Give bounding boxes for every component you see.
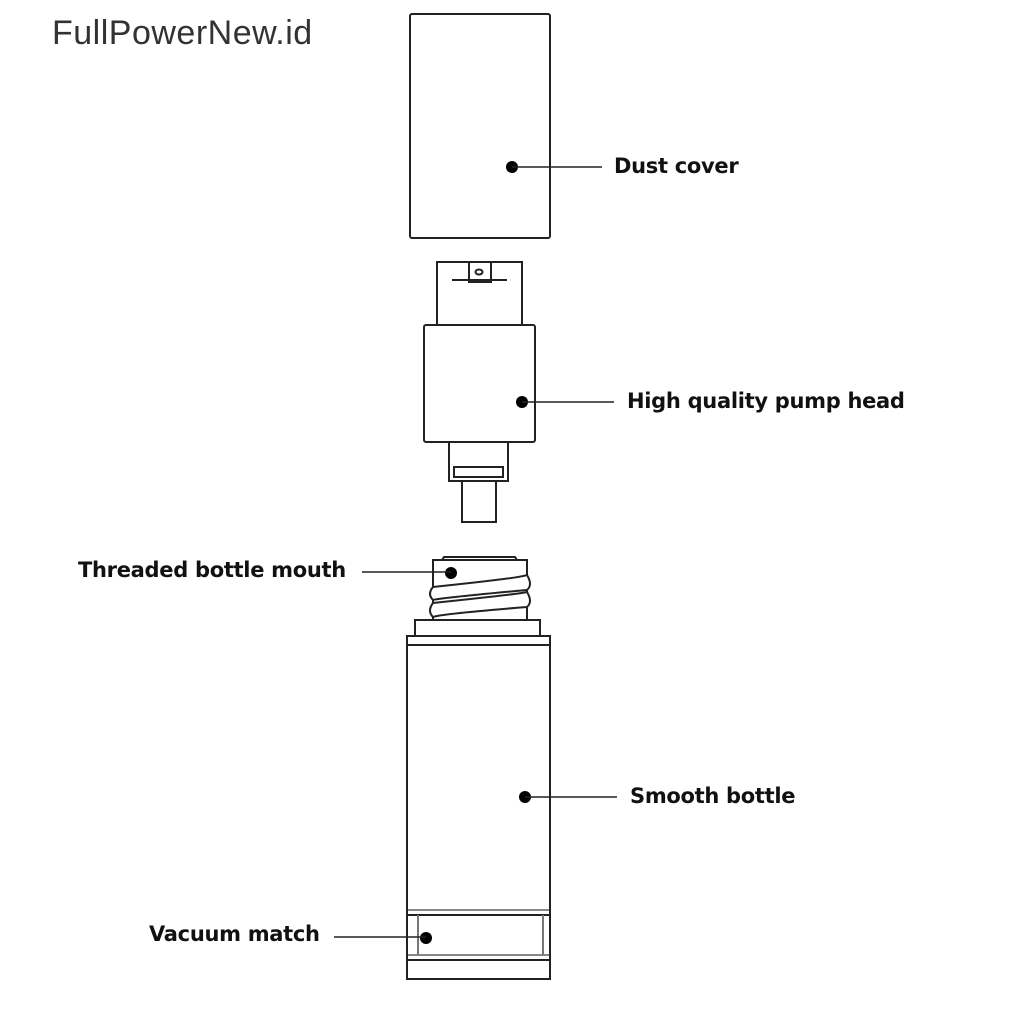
label-vacuum-match: Vacuum match (149, 922, 320, 946)
label-pump-head: High quality pump head (627, 389, 905, 413)
watermark: FullPowerNew.id (52, 14, 313, 52)
vacuum-match (334, 909, 549, 961)
pump-head (423, 261, 614, 523)
smooth-bottle (406, 635, 617, 980)
label-threaded-mouth: Threaded bottle mouth (78, 558, 346, 582)
label-smooth-bottle: Smooth bottle (630, 784, 796, 808)
dust-cover (409, 13, 602, 239)
label-dust-cover: Dust cover (614, 154, 739, 178)
threaded-mouth (362, 556, 541, 637)
